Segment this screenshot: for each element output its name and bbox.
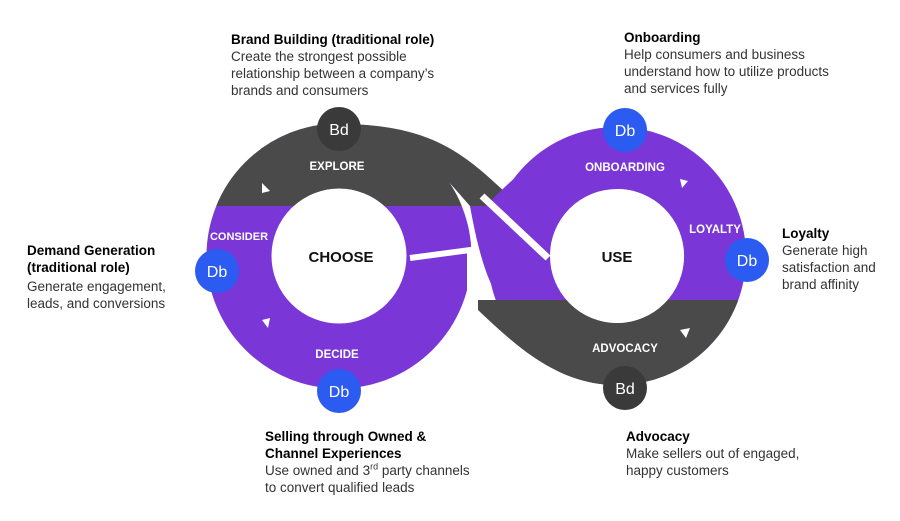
badge-decide-text: Db	[329, 384, 350, 401]
demand-generation-title: (traditional role)	[27, 260, 130, 275]
crossing-gap	[479, 193, 551, 261]
badge-explore: Bd	[317, 107, 361, 151]
explore-band	[339, 124, 520, 206]
stage-onboarding: ONBOARDING	[585, 162, 665, 174]
advocacy-annotation: Advocacy Make sellers out of engaged, ha…	[626, 428, 856, 479]
onboarding-line: Help consumers and business	[624, 47, 805, 62]
advocacy-line: happy customers	[626, 463, 729, 478]
selling-annotation: Selling through Owned & Channel Experien…	[265, 428, 505, 496]
demand-generation-line: Generate engagement,	[27, 279, 166, 294]
selling-line: Use owned and 3rd party channels	[265, 462, 505, 479]
badge-loyalty: Db	[725, 238, 769, 282]
choose-connector	[409, 246, 473, 330]
loyalty-title: Loyalty	[782, 226, 830, 241]
advocacy-title: Advocacy	[626, 429, 690, 444]
badge-onboarding-text: Db	[615, 123, 636, 140]
badge-loyalty-text: Db	[737, 253, 758, 270]
brand-building-line: relationship between a company’s	[231, 66, 435, 81]
stage-loyalty: LOYALTY	[689, 224, 741, 236]
stage-decide: DECIDE	[315, 349, 359, 361]
demand-generation-annotation: Demand Generation (traditional role) Gen…	[27, 242, 197, 312]
brand-building-line: Create the strongest possible	[231, 49, 407, 64]
selling-line-pre: Use owned and 3	[265, 463, 371, 478]
badge-onboarding: Db	[603, 108, 647, 152]
stage-explore: EXPLORE	[310, 161, 365, 173]
onboarding-line: understand how to utilize products	[624, 64, 829, 79]
use-hole	[550, 189, 684, 323]
loyalty-line: satisfaction and	[782, 260, 876, 275]
brand-building-title: Brand Building (traditional role)	[231, 32, 435, 47]
direction-arrow	[680, 328, 690, 338]
advocacy-line: Make sellers out of engaged,	[626, 446, 800, 461]
direction-arrow	[262, 318, 270, 328]
loyalty-line: brand affinity	[782, 277, 860, 292]
loyalty-annotation: Loyalty Generate high satisfaction and b…	[782, 225, 897, 293]
choose-label: CHOOSE	[308, 249, 373, 266]
brand-building-annotation: Brand Building (traditional role) Create…	[231, 31, 471, 99]
demand-generation-line: leads, and conversions	[27, 296, 166, 311]
selling-line-sup: rd	[370, 461, 379, 472]
use-label: USE	[602, 249, 633, 266]
direction-arrow	[262, 183, 270, 193]
onboarding-annotation: Onboarding Help consumers and business u…	[624, 29, 874, 97]
stage-consider: CONSIDER	[210, 231, 268, 243]
brand-building-line: brands and consumers	[231, 83, 369, 98]
stage-advocacy: ADVOCACY	[592, 343, 658, 355]
selling-line-post: party channels	[378, 463, 470, 478]
use-loop	[478, 126, 746, 385]
badge-decide: Db	[317, 369, 361, 413]
selling-line: to convert qualified leads	[265, 480, 415, 495]
demand-generation-title: Demand Generation	[27, 243, 156, 258]
onboarding-band	[486, 126, 617, 240]
badge-advocacy-text: Bd	[615, 381, 635, 398]
onboarding-title: Onboarding	[624, 30, 701, 45]
badge-explore-text: Bd	[329, 122, 349, 139]
selling-title: Selling through Owned &	[265, 429, 427, 444]
advocacy-band	[478, 300, 617, 385]
selling-title: Channel Experiences	[265, 446, 402, 461]
badge-consider-text: Db	[207, 264, 228, 281]
badge-consider: Db	[195, 249, 239, 293]
direction-arrow	[680, 179, 688, 188]
badge-advocacy: Bd	[603, 366, 647, 410]
loyalty-line: Generate high	[782, 243, 868, 258]
choose-hole	[272, 189, 406, 323]
onboarding-line: and services fully	[624, 81, 728, 96]
